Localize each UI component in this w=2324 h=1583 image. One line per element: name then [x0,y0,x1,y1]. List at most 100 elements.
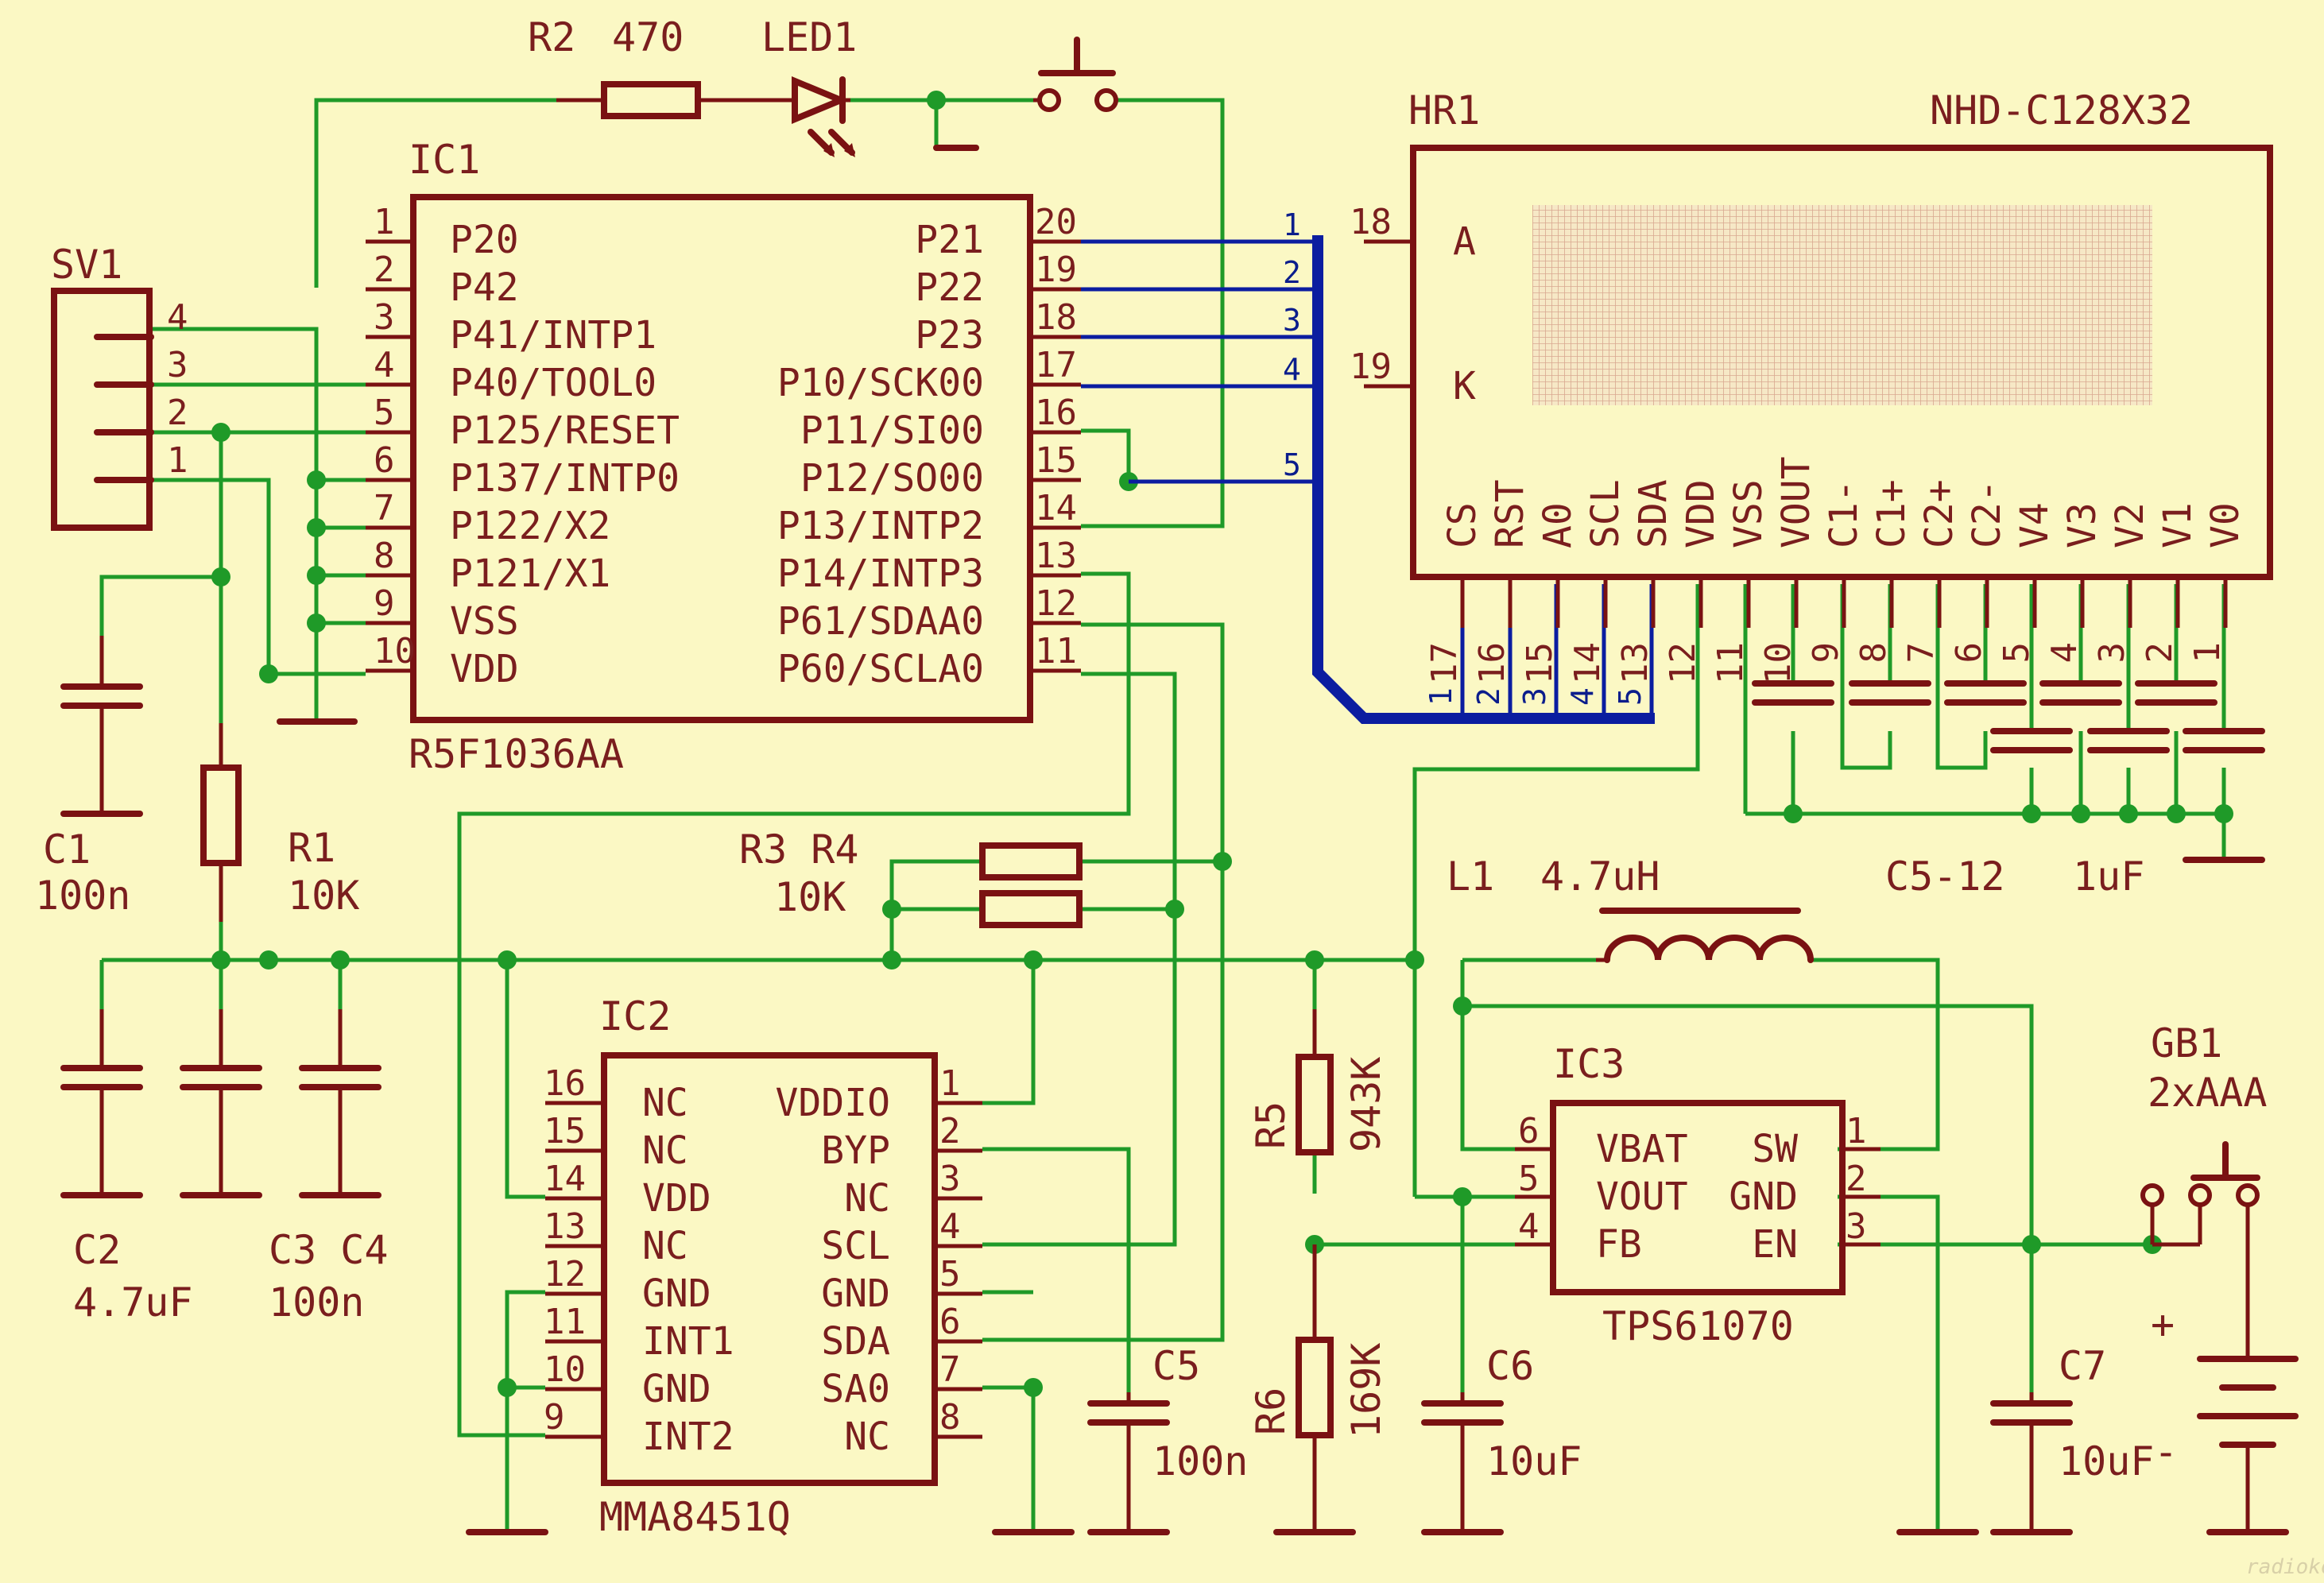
c1-label: C1 [43,826,91,873]
ic3-pin-number: 2 [1846,1159,1867,1199]
hr1-pin-number: 10 [1758,642,1799,684]
ic1-pin-function: P60/SCLA0 [777,647,984,691]
connector-sv1: SV1 4 3 2 1 [51,242,188,531]
ic3-pin-number: 6 [1518,1111,1540,1151]
ic2-pin-number: 15 [544,1111,586,1151]
c1-value: 100n [35,873,130,919]
hr1-pin-function: SCL [1583,479,1628,548]
r2-label: R2 [528,14,575,60]
ic2-pin-function: VDDIO [776,1081,891,1125]
watermark: radiokot.ru [2246,1555,2324,1579]
bus-label-b2: 2 [1471,687,1506,706]
ic2-pin-number: 6 [939,1302,961,1342]
ic1-pin-function: P40/TOOL0 [450,361,657,405]
ic1-pin-number: 16 [1035,393,1077,433]
bus-label-5: 5 [1283,447,1301,482]
hr1-pin-function: C1- [1822,479,1866,548]
ic2-pin-number: 2 [939,1111,961,1151]
bus-label-b4: 4 [1565,687,1600,706]
hr1-pin-number: 4 [2044,642,2085,664]
ic2-pin-function: SDA [821,1319,890,1364]
ic1-pin-number: 3 [374,297,395,338]
c34-label: C3 C4 [269,1227,389,1273]
ic3-label: IC3 [1553,1041,1625,1087]
resistor-r6: R6 169K [1248,1244,1389,1535]
ic1-pin-number: 13 [1035,536,1077,576]
hr1-pin-number: 12 [1663,642,1703,684]
hr1-pin-function: C2+ [1917,479,1962,548]
hr1-pin-function: CS [1440,502,1485,548]
gb1-minus: - [2154,1429,2178,1475]
r5-label: R5 [1248,1101,1294,1149]
ic2-pin-number: 4 [939,1206,961,1247]
signal-bus: 1 2 3 4 5 1 2 3 4 5 [1081,207,1655,724]
ic1-pin-number: 7 [374,488,395,528]
r34-value: 10K [774,874,846,920]
r5-value: 943K [1343,1057,1389,1152]
hr1-pin-number: 6 [1949,642,1989,664]
ic2-label: IC2 [599,993,671,1039]
capacitor-c6: C6 10uF [1421,1343,1582,1535]
ic1-pin-function: VSS [450,599,519,644]
ic3-pin-function: FB [1596,1222,1642,1267]
sv1-label: SV1 [51,242,122,288]
ic1-pin-number: 14 [1035,488,1077,528]
ic1-pin-number: 10 [374,631,416,672]
ic3-pin-function: EN [1752,1222,1798,1267]
hr1-pin-function: A [1453,219,1476,264]
c2-value: 4.7uF [73,1279,193,1326]
hr1-pin-number: 1 [2187,642,2228,664]
hr1-pin-function: RST [1488,479,1532,548]
ic2-pin-number: 9 [544,1397,565,1438]
r34-label: R3 R4 [739,826,859,873]
hr1-pin-number: 16 [1472,642,1513,684]
ic2-pin-number: 3 [939,1159,961,1199]
battery-gb1: + - GB1 2xAAA [2140,1020,2299,1535]
hr1-pin-number: 18 [1350,202,1392,242]
ic2-pin-function: NC [844,1176,890,1221]
c7-value: 10uF [2059,1438,2154,1484]
r1-label: R1 [288,825,335,871]
hr1-pin-function: SDA [1631,479,1675,548]
hr1-value: NHD-C128X32 [1930,87,2193,134]
hr1-pin-function: V1 [2156,502,2200,548]
ic2-pin-function: SA0 [821,1367,890,1411]
gb1-plus: + [2151,1302,2175,1348]
ic3-pin-number: 1 [1846,1111,1867,1151]
ic1-pin-number: 15 [1035,440,1077,481]
ic1-pin-number: 20 [1035,202,1077,242]
capacitor-c1: C1 100n [35,636,143,919]
inductor-l1: L1 4.7uH [1447,853,1814,963]
capacitors-c5-12: C5-12 1uF [1752,680,2265,900]
hr1-pin-number: 7 [1901,642,1942,664]
ic1-pin-number: 4 [374,345,395,385]
c34-value: 100n [269,1279,364,1326]
ic1-pin-number: 2 [374,250,395,290]
ic1-pin-function: P61/SDAA0 [777,599,984,644]
ic3-pin-number: 5 [1518,1159,1540,1199]
l1-value: 4.7uH [1540,853,1660,900]
ic3-pin-function: SW [1752,1127,1798,1171]
ic1-pin-number: 1 [374,202,395,242]
ic3-pin-number: 3 [1846,1206,1867,1247]
capacitor-c5: C5 100n [1087,1343,1248,1535]
c512-label: C5-12 [1885,853,2005,900]
led1-label: LED1 [761,14,857,60]
resistor-r2: R2 470 [528,14,795,119]
ic2-pin-function: GND [821,1271,890,1316]
hr1-pin-number: 5 [1997,642,2037,664]
hr1-pin-number: 2 [2140,642,2180,664]
ic1-pin-function: P122/X2 [450,504,610,548]
hr1-pin-number: 8 [1853,642,1894,664]
capacitor-c7: C7 10uF [1990,1343,2154,1535]
sv1-pin-3: 3 [167,345,188,385]
hr1-pin-number: 9 [1806,642,1846,664]
ic1-pin-function: P14/INTP3 [777,552,984,596]
ic2-pin-number: 16 [544,1063,586,1104]
ic2-pin-number: 13 [544,1206,586,1247]
